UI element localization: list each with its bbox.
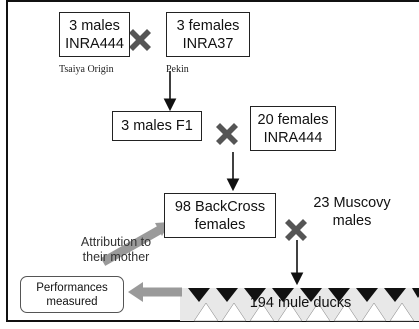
gray-arrow-performances — [128, 282, 182, 302]
performances-measured-box: Performances measured — [20, 276, 124, 313]
pekin-label: Pekin — [166, 64, 189, 75]
mule-ducks-strip: 194 mule ducks — [180, 288, 419, 321]
mule-ducks-strip-pattern — [180, 288, 419, 322]
males-inra444-box: 3 males INRA444 — [59, 12, 130, 57]
backcross-females-box: 98 BackCross females — [164, 193, 276, 238]
cross-x-icon — [285, 219, 307, 241]
cross-x-icon — [129, 29, 151, 51]
cross-x-icon — [216, 123, 238, 145]
muscovy-males-text: 23 Muscovy males — [313, 195, 391, 229]
females-inra444-box: 20 females INRA444 — [250, 106, 336, 151]
mule-ducks-label: 194 mule ducks — [249, 295, 352, 311]
females-inra37-box: 3 females INRA37 — [166, 12, 250, 57]
attribution-text: Attribution to their mother — [80, 235, 152, 264]
tsaiya-origin-label: Tsaiya Origin — [59, 64, 114, 75]
males-f1-box: 3 males F1 — [112, 111, 202, 141]
